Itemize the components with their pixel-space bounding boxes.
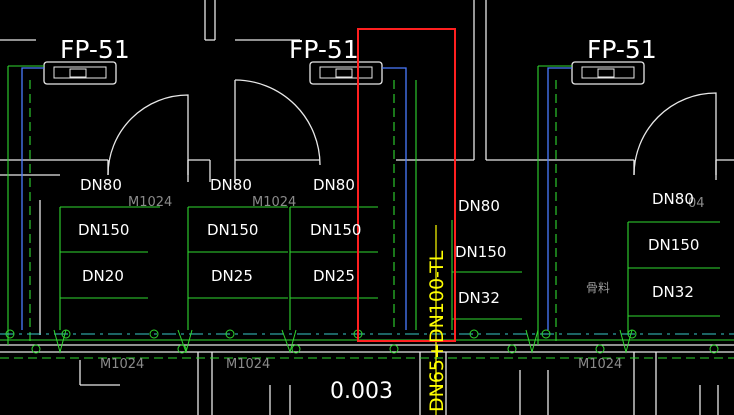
- supply-pipes: [21, 67, 572, 330]
- fan-coil-label-2: FP-51: [289, 35, 359, 64]
- pipe-label-bay1-dn80: DN80: [80, 176, 122, 194]
- fan-coil-unit-1[interactable]: [43, 61, 117, 85]
- door-swings: [107, 79, 717, 176]
- door-tag-4: M1024: [226, 357, 270, 372]
- pipe-label-bay1-dn150: DN150: [78, 221, 129, 239]
- pipe-label-bay5-dn32: DN32: [652, 283, 694, 301]
- door-tag-1: M1024: [128, 195, 172, 210]
- pipe-label-bay2-dn150: DN150: [207, 221, 258, 239]
- slope-value: 0.003: [330, 379, 393, 404]
- fan-coil-label-1: FP-51: [60, 35, 130, 64]
- fan-coil-label-3: FP-51: [587, 35, 657, 64]
- pipe-label-bay4-dn80: DN80: [458, 197, 500, 215]
- pipe-label-bay3-dn80: DN80: [313, 176, 355, 194]
- fan-coil-unit-2[interactable]: [309, 61, 383, 85]
- door-tag-5: M1024: [578, 357, 622, 372]
- valve-symbols: [5, 329, 719, 354]
- door-tag-2: M1024: [252, 195, 296, 210]
- door-tag-3: M1024: [100, 357, 144, 372]
- fan-coil-unit-3[interactable]: [571, 61, 645, 85]
- pipe-label-bay3-dn25: DN25: [313, 267, 355, 285]
- door-tag-partial: 04: [688, 196, 705, 211]
- pipe-label-bay4-dn32: DN32: [458, 289, 500, 307]
- pipe-label-bay2-dn25: DN25: [211, 267, 253, 285]
- vertical-pipe-label: DN65+DN100-TL: [426, 250, 448, 412]
- pipe-label-bay1-dn20: DN20: [82, 267, 124, 285]
- room-note: 骨料: [586, 281, 610, 295]
- pipe-lines: [7, 65, 720, 345]
- pipe-label-bay3-dn150: DN150: [310, 221, 361, 239]
- pipe-label-bay5-dn80: DN80: [652, 190, 694, 208]
- pipe-label-bay4-dn150: DN150: [455, 243, 506, 261]
- selection-box[interactable]: [357, 28, 456, 342]
- pipe-label-bay5-dn150: DN150: [648, 236, 699, 254]
- pipe-label-bay2-dn80: DN80: [210, 176, 252, 194]
